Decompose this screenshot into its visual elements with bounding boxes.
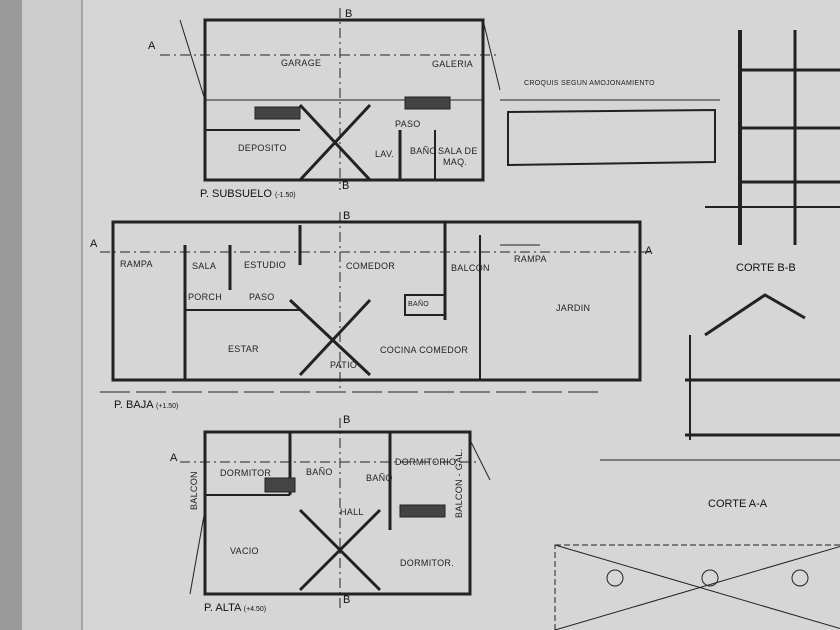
room-label: RAMPA: [120, 259, 153, 269]
room-label: DORMITOR: [220, 468, 272, 478]
room-label: MAQ.: [443, 157, 468, 167]
plan-level: (-1.50): [275, 192, 296, 199]
plan-baja-walls: [100, 212, 650, 393]
room-label: BAÑO: [408, 301, 430, 308]
room-label: SALA: [192, 261, 217, 271]
room-label: VACIO: [230, 546, 259, 556]
room-label: JARDIN: [556, 303, 591, 313]
room-label: PASO: [395, 119, 421, 129]
room-label: PATIO: [330, 360, 358, 370]
section-aa-title: CORTE A-A: [708, 498, 768, 510]
room-label: BAÑO: [410, 146, 437, 156]
room-label: BALCON: [189, 471, 199, 510]
section-marker-a: A: [90, 238, 98, 250]
room-label: DORMITOR.: [400, 558, 455, 568]
room-label: COMEDOR: [346, 261, 396, 271]
plan-title-text: P. ALTA: [204, 602, 241, 614]
room-label: ESTAR: [228, 344, 259, 354]
section-bb-drawing: [705, 30, 840, 245]
section-marker-a: A: [148, 40, 156, 52]
plan-title-text: P. BAJA: [114, 399, 153, 411]
croquis-title: CROQUIS SEGUN AMOJONAMIENTO: [524, 80, 655, 87]
room-label: PORCH: [188, 292, 223, 302]
plan-subsuelo-walls: [160, 8, 501, 190]
plan-alta-title: P. ALTA (+4.50): [204, 602, 266, 614]
plan-title-text: P. SUBSUELO: [200, 188, 272, 200]
room-label: COCINA COMEDOR: [380, 345, 469, 355]
plan-level: (+1.50): [156, 403, 179, 410]
croquis-lot: [500, 99, 720, 167]
section-aa-drawing: [600, 293, 840, 461]
room-label: LAV.: [375, 149, 395, 159]
section-marker-b: B: [342, 180, 350, 192]
room-label: PASO: [249, 292, 275, 302]
section-marker-b: B: [345, 8, 353, 20]
room-label: DORMITORIO: [395, 457, 457, 467]
room-label: GARAGE: [281, 58, 322, 68]
section-bb-title: CORTE B-B: [736, 262, 796, 274]
room-label: SALA DE: [438, 146, 478, 156]
room-label: BAÑO: [306, 467, 333, 477]
room-label: RAMPA: [514, 254, 547, 264]
room-label: BAÑO: [366, 473, 393, 483]
section-marker-b: B: [343, 414, 351, 426]
plan-baja-title: P. BAJA (+1.50): [114, 399, 178, 411]
room-label: BALCON - GAL.: [454, 448, 464, 518]
room-label: GALERIA: [432, 59, 474, 69]
plan-alta-walls: [180, 418, 491, 610]
section-marker-b: B: [343, 210, 351, 222]
section-marker-a: A: [645, 245, 653, 257]
room-label: DEPOSITO: [238, 143, 287, 153]
room-label: HALL: [340, 507, 364, 517]
section-marker-b: B: [343, 594, 351, 606]
room-label: ESTUDIO: [244, 260, 287, 270]
room-label: BALCON: [451, 263, 490, 273]
roof-plan-drawing: [554, 544, 840, 630]
plan-subsuelo-title: P. SUBSUELO (-1.50): [200, 188, 296, 200]
section-marker-a: A: [170, 452, 178, 464]
plan-level: (+4.50): [243, 606, 267, 613]
